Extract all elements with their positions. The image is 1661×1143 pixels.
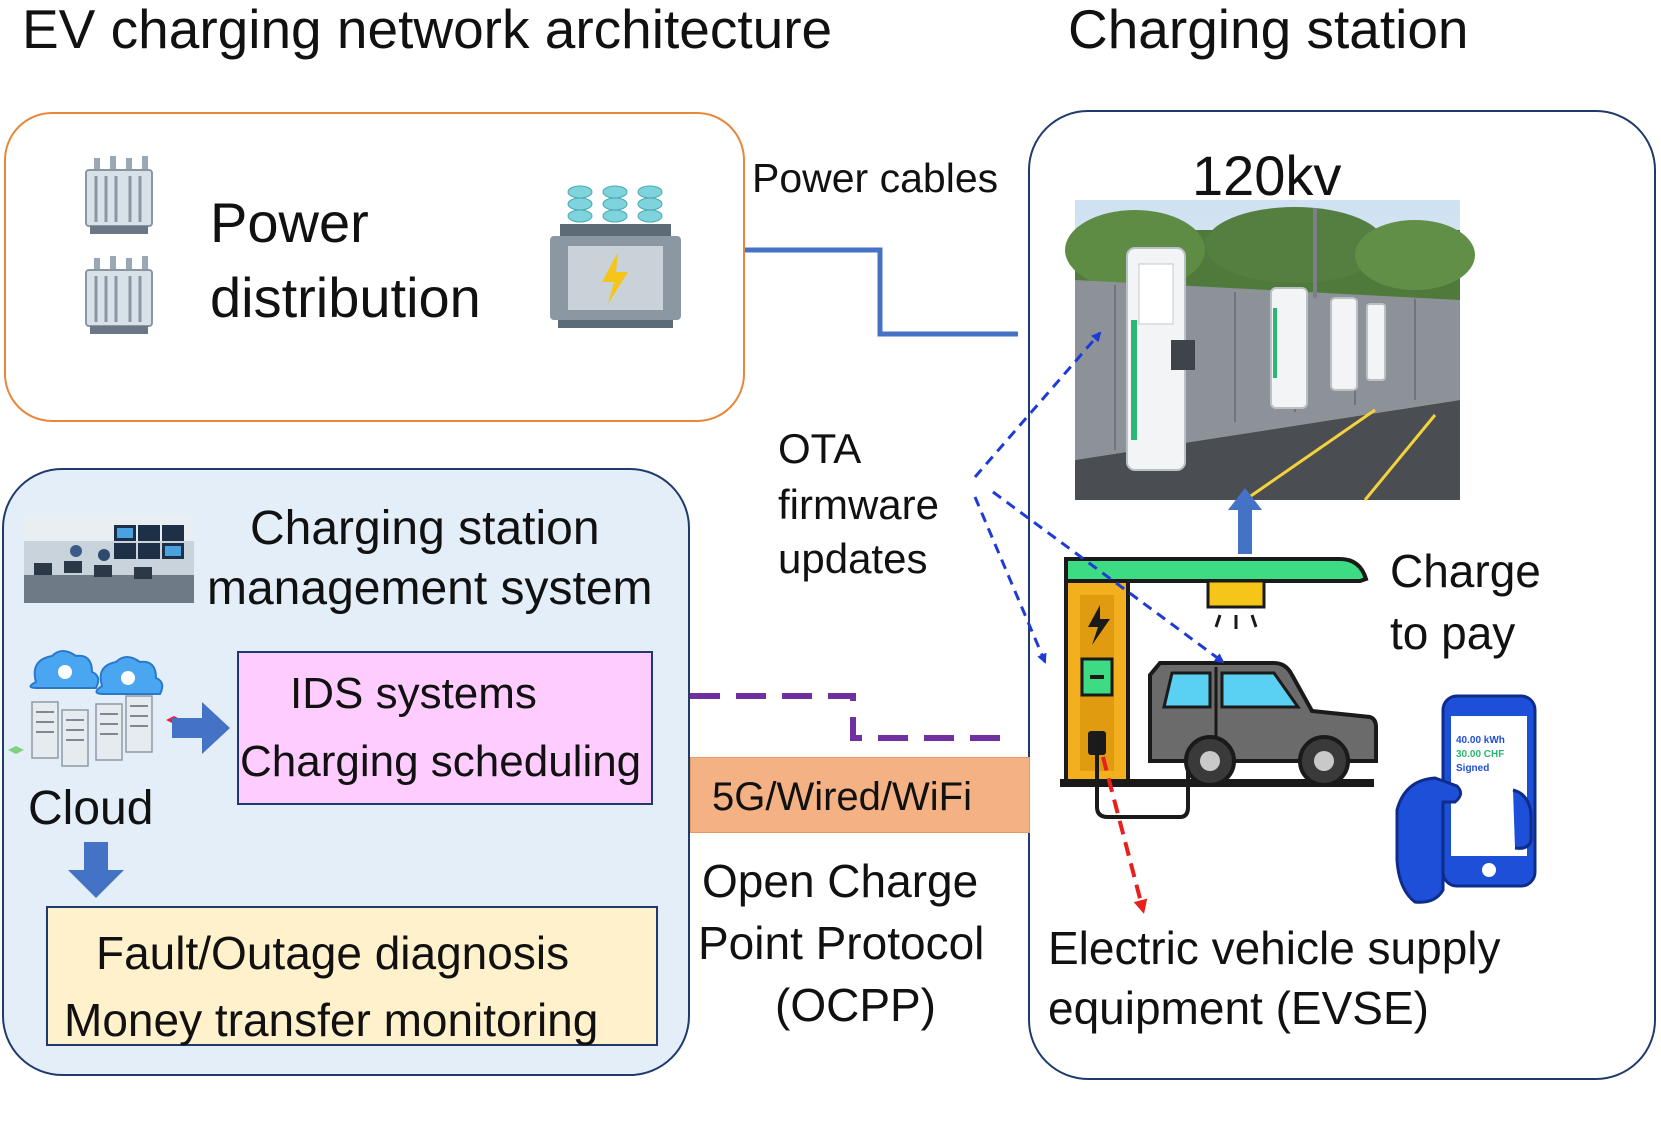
power-cables-label: Power cables [752, 155, 999, 201]
phone-cost-reading: 30.00 CHF [1456, 749, 1505, 760]
monitoring-item: Fault/Outage diagnosis [96, 927, 570, 979]
diagram-title: EV charging network architecture [22, 0, 833, 60]
up-arrow-icon [1228, 488, 1262, 554]
service-item: Charging scheduling [240, 737, 642, 786]
services-box [237, 651, 653, 805]
phone-energy-reading: 40.00 kWh [1456, 735, 1505, 746]
cloud-servers-icon [8, 650, 182, 767]
charge-to-pay-label: Charge [1390, 545, 1541, 597]
transformer-lightning-icon [550, 185, 681, 328]
service-item: IDS systems [290, 669, 537, 718]
monitoring-item: Money transfer monitoring [64, 994, 599, 1046]
right-arrow-icon [172, 702, 230, 754]
power-distribution-label: Power [210, 191, 369, 254]
station-title: Charging station [1068, 0, 1469, 60]
ota-label: firmware [778, 481, 940, 528]
voltage-label: 120kv [1192, 144, 1342, 207]
mobile-payment-icon [1395, 694, 1537, 904]
evse-charging-icon [1060, 557, 1378, 819]
csms-title: Charging station [250, 502, 600, 555]
charge-to-pay-label: to pay [1390, 607, 1516, 659]
ocpp-label: Open Charge [702, 855, 979, 907]
network-type-label: 5G/Wired/WiFi [712, 775, 972, 819]
ocpp-label: (OCPP) [775, 979, 936, 1031]
ota-label: updates [778, 535, 928, 582]
cloud-label: Cloud [28, 782, 154, 835]
ocpp-label: Point Protocol [698, 917, 985, 969]
charging-station-photo [1065, 200, 1475, 502]
csms-title: management system [207, 562, 653, 615]
substation-transformer-icon [85, 256, 153, 334]
power-distribution-label: distribution [210, 266, 481, 329]
phone-signed-status: Signed [1456, 763, 1490, 774]
monitoring-box [46, 906, 658, 1046]
ota-label: OTA [778, 425, 862, 472]
control-room-photo [24, 515, 194, 603]
network-type-box [690, 757, 1030, 833]
down-arrow-icon [68, 842, 124, 898]
evse-label: equipment (EVSE) [1048, 982, 1429, 1034]
substation-transformer-icon [85, 156, 153, 234]
evse-label: Electric vehicle supply [1048, 922, 1501, 974]
